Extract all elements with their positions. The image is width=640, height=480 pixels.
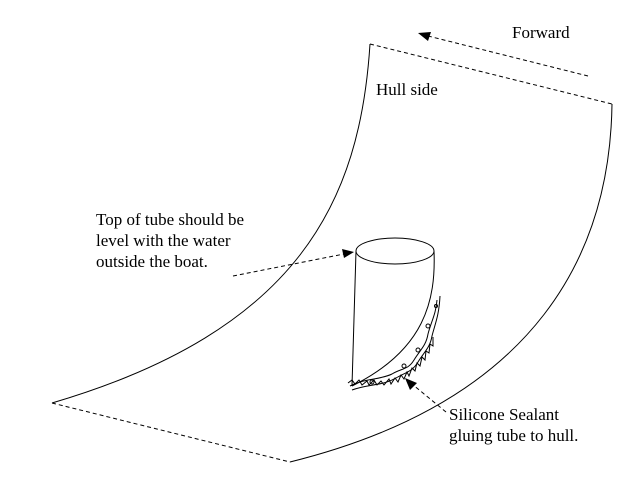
sealant-scribble-2: [351, 295, 441, 391]
hull-right-curve: [289, 103, 613, 463]
sealant-note: Silicone Sealant gluing tube to hull.: [449, 405, 579, 445]
hull-bottom-edge: [51, 402, 291, 463]
hull-side-label: Hull side: [376, 80, 438, 99]
sealant-leader-arrowhead: [405, 378, 417, 390]
tube-top-ellipse: [355, 237, 435, 265]
tube-top-note: Top of tube should be level with the wat…: [96, 210, 245, 271]
sealant-dot-5: [434, 304, 438, 308]
tube-top-leader-arrowhead: [342, 249, 354, 258]
sealant-dot-3: [425, 323, 431, 329]
sealant-leader-line: [411, 383, 447, 413]
tube-top-leader-line: [232, 253, 345, 277]
tube-left-side: [351, 250, 357, 387]
tube-top-leader: [232, 249, 354, 277]
sealant-dot-1: [401, 363, 407, 369]
sealant-dot-4: [369, 379, 375, 385]
sealant-bead: [347, 295, 441, 391]
sealant-dot-2: [415, 347, 421, 353]
sealant-scribble-3: [347, 337, 434, 386]
tube-right-side: [351, 250, 435, 387]
forward-label: Forward: [512, 23, 570, 42]
sealant-leader: [405, 378, 447, 413]
tube: [351, 237, 435, 387]
hull-left-curve: [51, 43, 371, 404]
forward-arrow: [418, 32, 589, 77]
hull-outline: [51, 43, 613, 463]
sealant-scribble-1: [349, 299, 438, 387]
forward-arrow-head: [418, 32, 431, 41]
